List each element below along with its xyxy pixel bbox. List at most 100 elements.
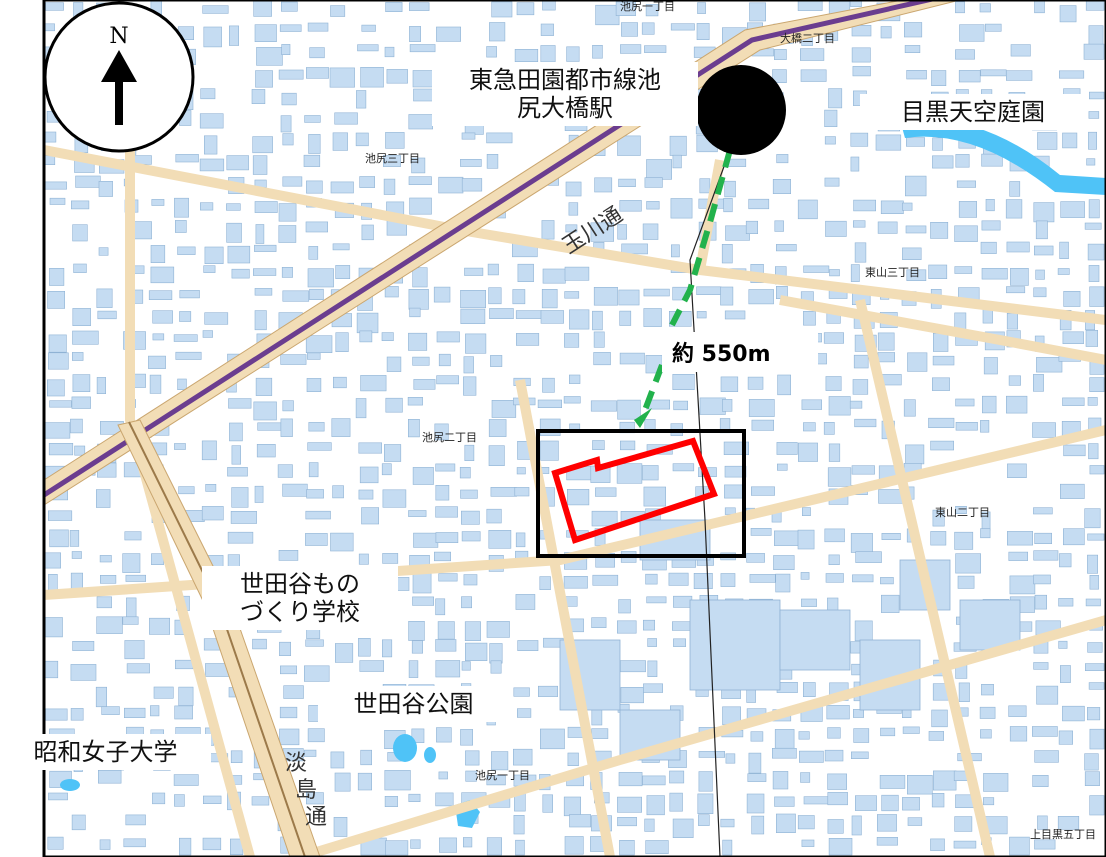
building-block <box>204 312 229 325</box>
building-block <box>252 136 273 154</box>
building-block <box>200 88 216 100</box>
building-block <box>151 553 164 566</box>
building-block <box>486 621 510 638</box>
building-block <box>277 464 293 478</box>
district-label-kamimeguro-5: 上目黒五丁目 <box>1030 828 1096 841</box>
building-block <box>615 1 636 17</box>
building-block <box>203 795 222 804</box>
building-block <box>747 376 764 390</box>
building-block <box>642 465 659 481</box>
building-block <box>954 531 974 550</box>
building-block <box>829 269 840 277</box>
building-block <box>329 67 355 88</box>
building-block <box>71 814 86 831</box>
building-block <box>565 181 582 197</box>
building-block <box>955 505 967 514</box>
building-block <box>828 88 843 109</box>
building-block <box>72 308 91 326</box>
building-block <box>777 374 791 396</box>
building-block <box>489 22 506 42</box>
building-block <box>360 375 387 392</box>
building-block <box>1059 241 1069 260</box>
building-block <box>438 771 448 780</box>
building-block <box>460 489 478 499</box>
building-block <box>433 551 451 562</box>
building-block <box>1034 0 1045 14</box>
building-block <box>152 310 173 324</box>
building-block <box>722 839 733 856</box>
building-block <box>673 638 687 647</box>
building-block <box>49 400 72 408</box>
building-block <box>486 46 497 58</box>
building-block <box>983 357 998 375</box>
building-block <box>490 355 503 367</box>
building-block <box>617 224 627 240</box>
building-block <box>330 5 346 17</box>
building-block <box>955 553 981 574</box>
building-block <box>148 355 166 369</box>
building-block <box>981 220 1001 231</box>
building-block <box>514 487 530 497</box>
building-block <box>672 818 694 839</box>
building-block <box>45 2 64 11</box>
building-block <box>44 617 63 638</box>
building-block <box>69 530 80 547</box>
building-block <box>541 220 555 240</box>
building-block <box>461 531 481 542</box>
building-block <box>771 747 797 759</box>
building-block <box>435 660 461 678</box>
building-block <box>151 199 165 206</box>
building-block <box>304 115 321 123</box>
building-block <box>748 198 770 210</box>
building-block <box>1008 375 1021 386</box>
building-block <box>1010 44 1031 57</box>
building-block <box>824 749 844 762</box>
building-block <box>930 838 945 851</box>
building-block <box>381 332 394 342</box>
building-block <box>513 814 525 835</box>
building-block <box>928 731 944 741</box>
building-block <box>1009 181 1021 197</box>
building-block <box>699 178 711 194</box>
building-block <box>850 751 869 760</box>
building-block <box>384 770 411 791</box>
building-block <box>126 597 137 618</box>
building-block <box>594 177 613 193</box>
black-circle-station-icon[interactable] <box>696 65 786 155</box>
park-pond-small <box>424 747 436 763</box>
building-block <box>71 396 91 409</box>
building-block <box>228 398 252 409</box>
building-block <box>881 794 899 812</box>
building-block <box>800 69 827 82</box>
building-block <box>412 596 435 606</box>
building-block <box>1034 532 1052 545</box>
building-block <box>150 245 166 263</box>
building-block <box>385 397 403 413</box>
building-block <box>1084 222 1102 230</box>
building-block <box>175 154 199 163</box>
building-block <box>645 573 658 585</box>
building-block <box>1060 201 1085 218</box>
district-label-ikejiri-2: 池尻二丁目 <box>422 431 477 444</box>
building-block <box>797 199 818 220</box>
building-block <box>227 467 248 477</box>
building-block <box>355 398 367 419</box>
building-block <box>1088 131 1098 150</box>
building-block <box>356 90 367 109</box>
building-block <box>47 510 73 521</box>
building-block <box>642 223 659 240</box>
building-block <box>280 418 293 437</box>
building-block <box>877 221 898 234</box>
building-block <box>980 241 997 254</box>
building-block <box>776 154 789 164</box>
building-block <box>308 422 325 432</box>
tamagawa-dori-centerline <box>42 0 940 498</box>
building-block <box>70 664 97 681</box>
building-block <box>823 421 835 435</box>
building-block <box>486 508 502 524</box>
site-outline[interactable] <box>551 437 718 544</box>
building-block <box>801 399 823 410</box>
building-block <box>1089 795 1105 816</box>
